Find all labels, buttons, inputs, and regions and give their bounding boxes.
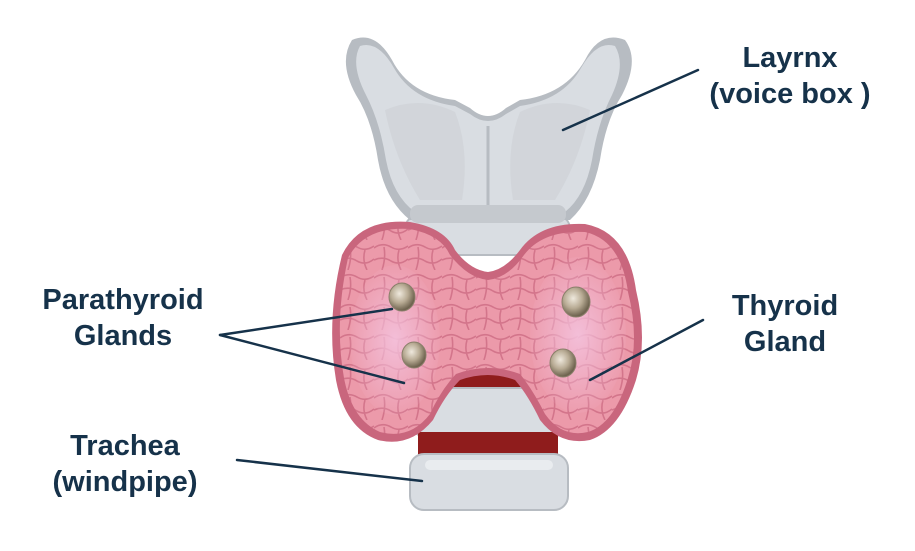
thyroid-label-line2: Gland (743, 326, 827, 358)
parathyroid-label-line2: Glands (73, 320, 173, 352)
trachea-leader-line (235, 458, 424, 483)
parathyroid-leader-line-upper (218, 307, 394, 337)
parathyroid-label-line1: Parathyroid (42, 284, 204, 316)
parathyroid-label: Parathyroid Glands (18, 282, 228, 354)
thyroid-label: Thyroid Gland (700, 288, 870, 360)
trachea-label-line1: Trachea (70, 430, 180, 462)
larynx-label: Layrnx (voice box ) (690, 40, 890, 112)
trachea-label-line2: (windpipe) (52, 466, 198, 498)
thyroid-leader-line (588, 318, 705, 382)
thyroid-label-line1: Thyroid (731, 290, 839, 322)
left-lobe-highlight (350, 265, 440, 415)
parathyroid-leader-line-lower (218, 333, 406, 385)
parathyroid-nodule-right-upper (561, 286, 591, 318)
parathyroid-nodule-left-upper (388, 282, 416, 312)
larynx-cartilage (345, 37, 632, 223)
parathyroid-nodule-left-lower (401, 341, 427, 369)
trachea-label: Trachea (windpipe) (30, 428, 220, 500)
trachea-band-2 (418, 432, 558, 457)
larynx-label-line1: Layrnx (742, 42, 838, 74)
right-lobe-highlight (530, 257, 626, 413)
larynx-leader-line (561, 68, 700, 132)
parathyroid-nodule-right-lower (549, 348, 577, 378)
larynx-label-line2: (voice box ) (709, 78, 871, 110)
